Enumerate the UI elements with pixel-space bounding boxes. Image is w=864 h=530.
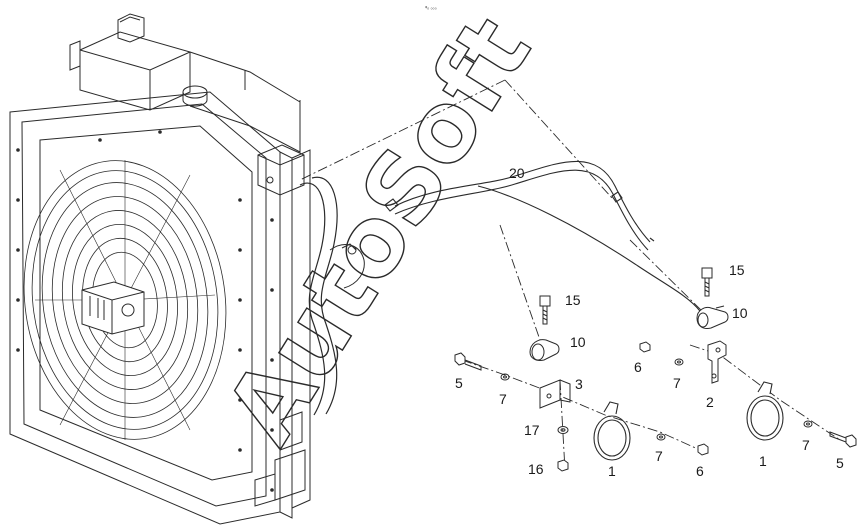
callout-20: 20 [509,165,525,181]
fasteners [454,341,857,472]
part-3-bracket [539,379,571,409]
callout-15-left: 15 [565,292,581,308]
part-1-band-clamp-left [593,401,631,461]
corner-mark: ᵠₒ ₀₀₀ [425,5,437,11]
part-10-clamp-left [529,339,560,361]
part-15-bolt-right [701,267,713,297]
callout-5-right: 5 [836,455,844,471]
callout-15-right: 15 [729,262,745,278]
part-1-band-clamp-right [746,381,784,441]
callout-7-left: 7 [499,391,507,407]
part-10-clamp-right [696,305,729,329]
callout-10-left: 10 [570,334,586,350]
callout-10-right: 10 [732,305,748,321]
callout-6-bottom: 6 [696,463,704,479]
callout-5-left: 5 [455,375,463,391]
callout-7-upper: 7 [673,375,681,391]
callout-17: 17 [524,422,540,438]
callout-7-right: 7 [802,437,810,453]
radiator-assembly [9,13,365,525]
callout-1-right: 1 [759,453,767,469]
leader-lines [299,79,841,471]
part-15-bolt-left [539,295,551,325]
callout-16: 16 [528,461,544,477]
callout-2: 2 [706,394,714,410]
callout-3: 3 [575,376,583,392]
part-2-bracket [707,340,727,384]
part-20-hose [384,160,701,312]
callout-1-left: 1 [608,463,616,479]
callout-6-upper: 6 [634,359,642,375]
callout-7-bottom: 7 [655,448,663,464]
